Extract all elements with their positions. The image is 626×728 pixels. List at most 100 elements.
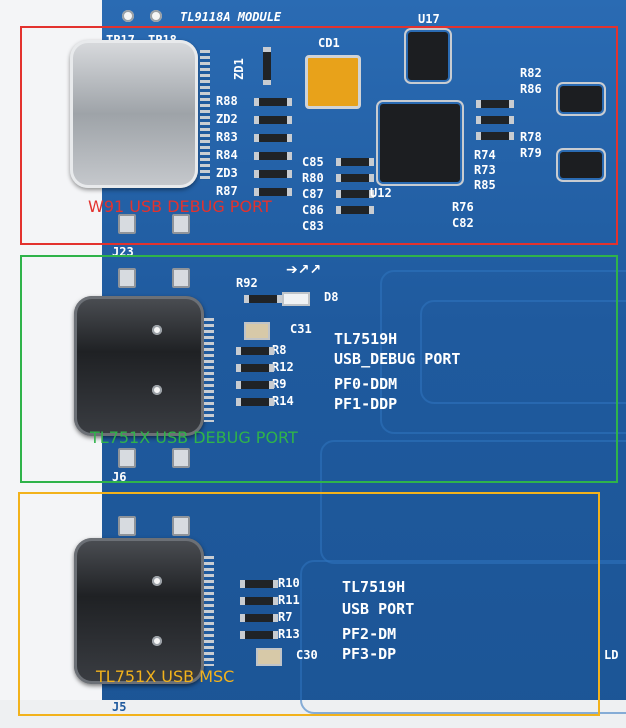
resistor bbox=[236, 398, 274, 406]
silk-c30: C30 bbox=[296, 648, 318, 662]
connector-hole bbox=[152, 325, 162, 335]
mounting-pad bbox=[118, 268, 136, 288]
resistor bbox=[236, 364, 274, 372]
ic-transistor bbox=[560, 152, 602, 178]
silk-r74: R74 bbox=[474, 148, 496, 162]
silk-r13: R13 bbox=[278, 627, 300, 641]
silk-r7: R7 bbox=[278, 610, 293, 624]
resistor bbox=[240, 631, 278, 639]
mounting-pad bbox=[118, 448, 136, 468]
mounting-pad bbox=[172, 268, 190, 288]
silk-r78: R78 bbox=[520, 130, 542, 144]
silk-c83: C83 bbox=[302, 219, 324, 233]
test-point-tp18 bbox=[150, 10, 162, 22]
led-arrows-icon: ➔↗↗ bbox=[286, 262, 322, 278]
silk-r10: R10 bbox=[278, 576, 300, 590]
silk-ld: LD bbox=[604, 648, 619, 662]
silk-r88: R88 bbox=[216, 94, 238, 108]
resistor bbox=[254, 98, 292, 106]
resistor bbox=[336, 174, 374, 182]
silk-r92: R92 bbox=[236, 276, 258, 290]
capacitor-c31 bbox=[244, 322, 270, 340]
silk-r12: R12 bbox=[272, 360, 294, 374]
silk-r84: R84 bbox=[216, 148, 238, 162]
usb-c-pins bbox=[204, 318, 214, 422]
silk-j6: J6 bbox=[112, 470, 127, 484]
annotation-label-tl751x-debug: TL751X USB DEBUG PORT bbox=[90, 428, 298, 447]
ic-transistor bbox=[560, 86, 602, 112]
ic-u17 bbox=[408, 32, 448, 80]
usb-c-pins bbox=[200, 50, 210, 180]
resistor bbox=[240, 580, 278, 588]
led-d8 bbox=[282, 292, 310, 306]
usb-c-connector-debug bbox=[74, 296, 204, 436]
mounting-pad bbox=[118, 516, 136, 536]
silk-zd2: ZD2 bbox=[216, 112, 238, 126]
silk-c31: C31 bbox=[290, 322, 312, 336]
silk-r79: R79 bbox=[520, 146, 542, 160]
silk-mid-pf0: PF0-DDM bbox=[334, 375, 398, 393]
annotation-label-w91-debug: W91 USB DEBUG PORT bbox=[88, 197, 272, 216]
silk-r83: R83 bbox=[216, 130, 238, 144]
silk-module-title: TL9118A MODULE bbox=[180, 10, 282, 24]
mounting-pad bbox=[172, 448, 190, 468]
usb-c-connector-w91 bbox=[70, 40, 198, 188]
silk-u12: U12 bbox=[370, 186, 392, 200]
pcb-trace bbox=[420, 300, 626, 404]
silk-bot-chip: TL7519H bbox=[342, 578, 406, 596]
resistor bbox=[476, 100, 514, 108]
mounting-pad bbox=[172, 516, 190, 536]
silk-r82: R82 bbox=[520, 66, 542, 80]
silk-mid-pf1: PF1-DDP bbox=[334, 395, 398, 413]
silk-c86: C86 bbox=[302, 203, 324, 217]
silk-r85: R85 bbox=[474, 178, 496, 192]
resistor bbox=[254, 134, 292, 142]
silk-r80: R80 bbox=[302, 171, 324, 185]
resistor bbox=[240, 597, 278, 605]
silk-r8: R8 bbox=[272, 343, 287, 357]
ic-main-chip bbox=[380, 104, 460, 182]
silk-zd3: ZD3 bbox=[216, 166, 238, 180]
connector-hole bbox=[152, 636, 162, 646]
silk-bot-port: USB PORT bbox=[342, 600, 415, 618]
silk-r86: R86 bbox=[520, 82, 542, 96]
test-point-tp17 bbox=[122, 10, 134, 22]
silk-r9: R9 bbox=[272, 377, 287, 391]
pcb-trace bbox=[320, 440, 626, 564]
connector-hole bbox=[152, 576, 162, 586]
annotation-box-tl751x-debug bbox=[20, 255, 618, 483]
silk-r73: R73 bbox=[474, 163, 496, 177]
pcb-trace bbox=[300, 560, 626, 714]
capacitor bbox=[336, 158, 374, 166]
resistor bbox=[236, 347, 274, 355]
resistor-r92 bbox=[244, 295, 282, 303]
silk-d8: D8 bbox=[324, 290, 339, 304]
resistor bbox=[254, 152, 292, 160]
silk-r87: R87 bbox=[216, 184, 238, 198]
silk-bot-pf3: PF3-DP bbox=[342, 645, 397, 663]
tantalum-capacitor-cd1 bbox=[305, 55, 361, 109]
resistor bbox=[240, 614, 278, 622]
mounting-pad bbox=[118, 214, 136, 234]
usb-c-connector-msc bbox=[74, 538, 204, 684]
mounting-pad bbox=[172, 214, 190, 234]
pcb-trace bbox=[380, 270, 626, 434]
silk-bot-pf2: PF2-DM bbox=[342, 625, 397, 643]
resistor bbox=[476, 132, 514, 140]
silk-c87: C87 bbox=[302, 187, 324, 201]
resistor bbox=[254, 116, 292, 124]
capacitor bbox=[336, 206, 374, 214]
silk-mid-port: USB_DEBUG PORT bbox=[334, 350, 461, 368]
silk-r11: R11 bbox=[278, 593, 300, 607]
silk-u17: U17 bbox=[418, 12, 440, 26]
silk-r14: R14 bbox=[272, 394, 294, 408]
connector-hole bbox=[152, 385, 162, 395]
resistor bbox=[236, 381, 274, 389]
usb-c-pins bbox=[204, 556, 214, 666]
annotation-label-tl751x-msc: TL751X USB MSC bbox=[96, 667, 235, 686]
capacitor bbox=[336, 190, 374, 198]
capacitor-c30 bbox=[256, 648, 282, 666]
silk-c85: C85 bbox=[302, 155, 324, 169]
silk-r76: R76 bbox=[452, 200, 474, 214]
